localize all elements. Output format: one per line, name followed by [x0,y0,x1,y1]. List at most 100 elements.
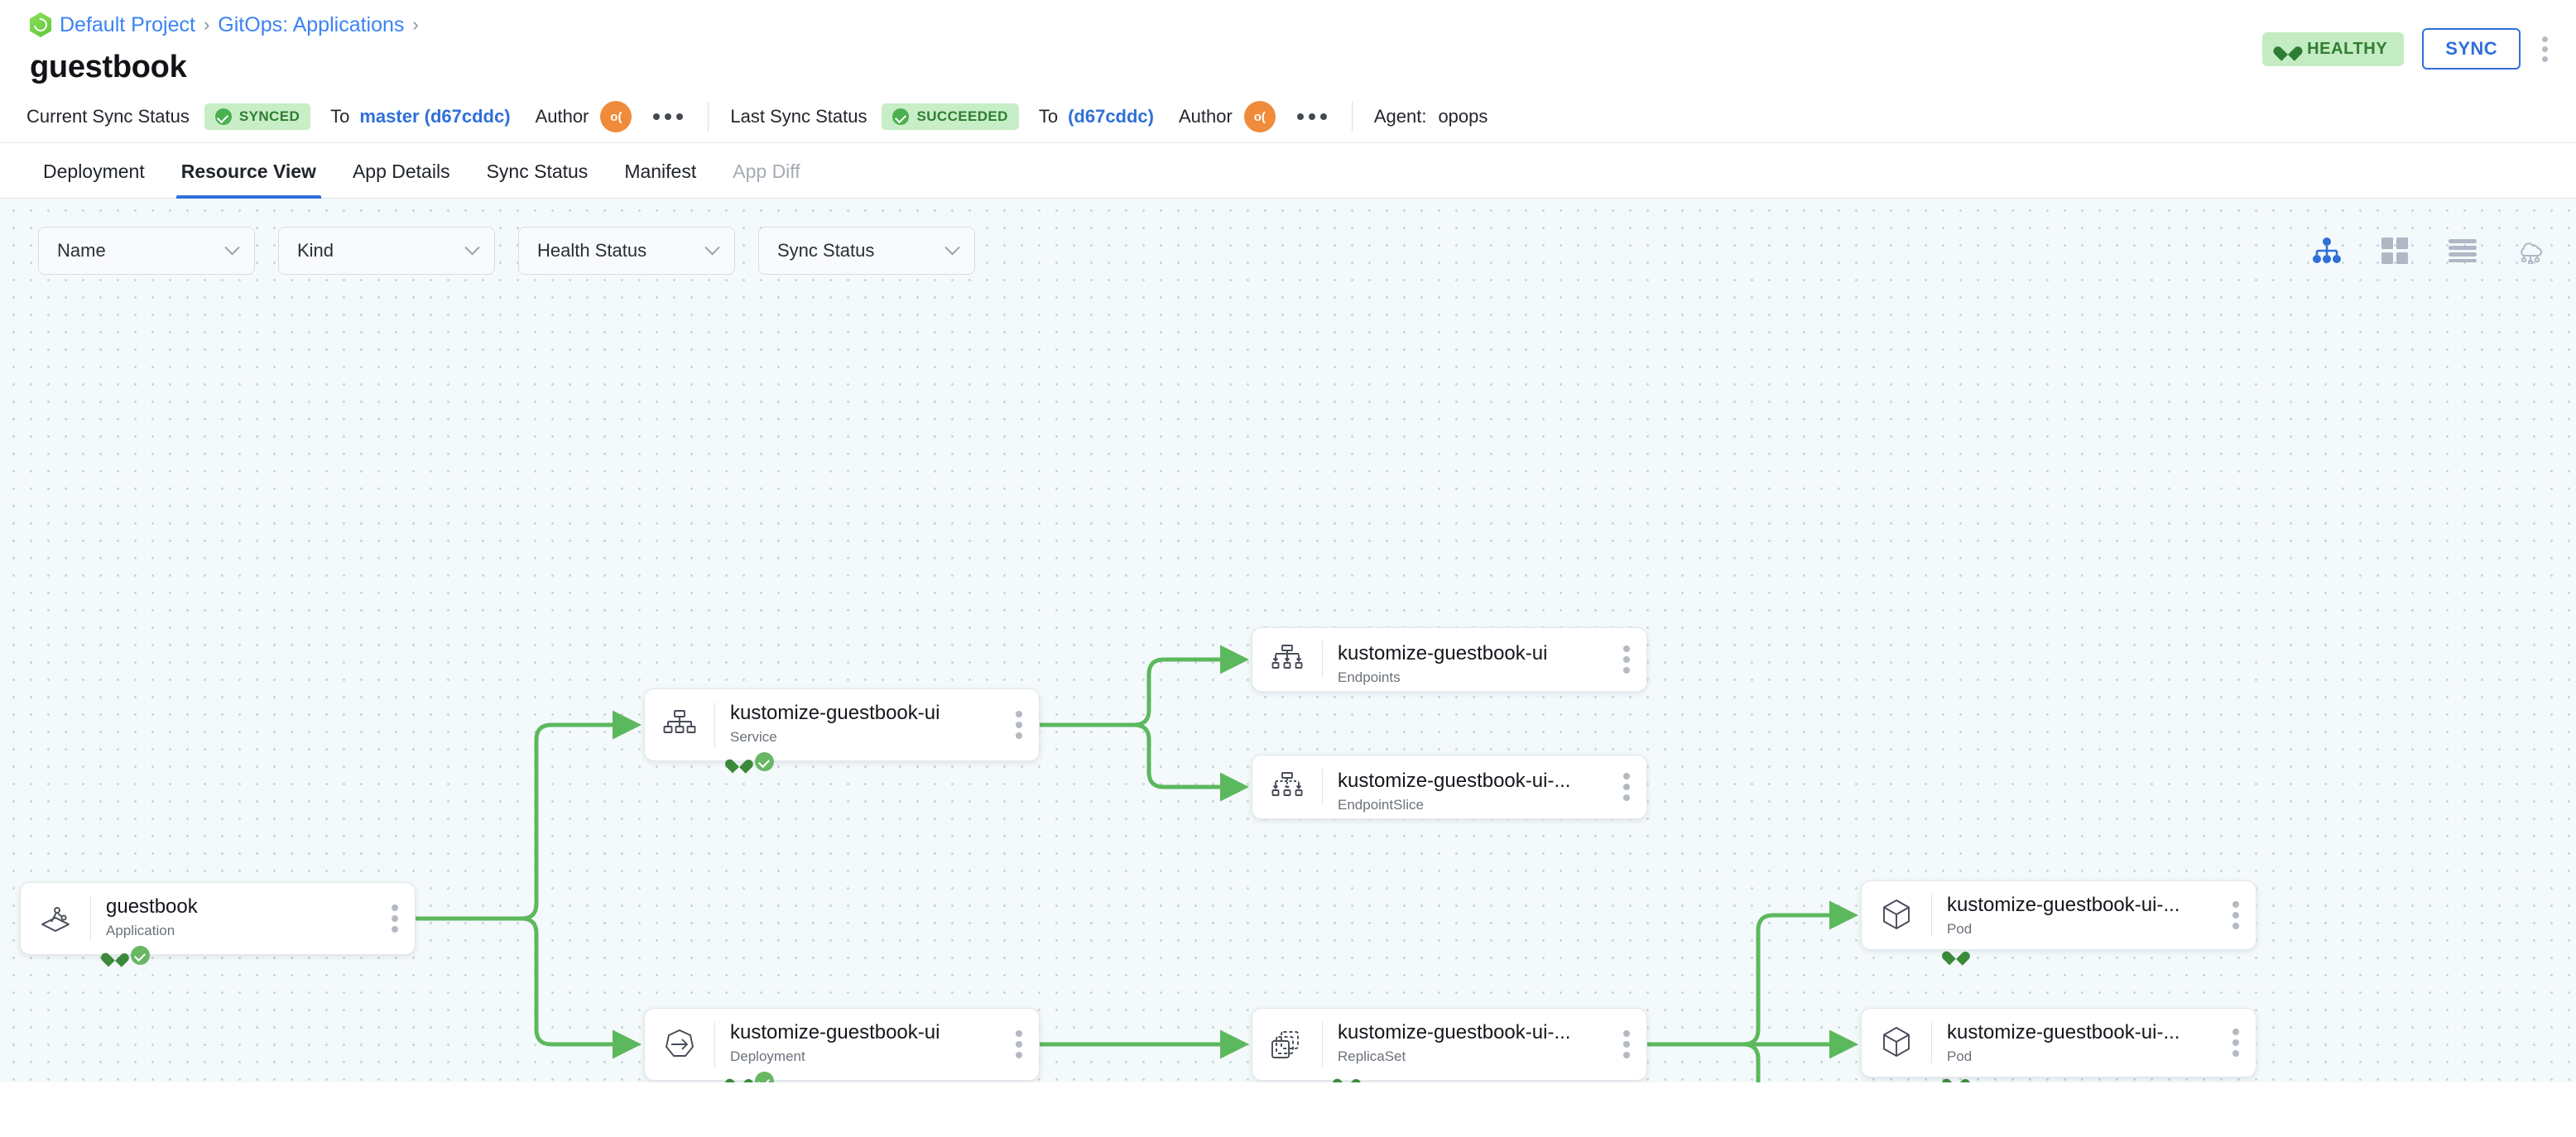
last-revision-link[interactable]: (d67cddc) [1068,106,1154,127]
graph-node-pod-1[interactable]: kustomize-guestbook-ui-... Pod [1861,880,2256,950]
avatar-2[interactable]: o( [1243,101,1276,132]
node-kind: EndpointSlice [1338,797,1424,813]
title-row: guestbook [30,43,2546,91]
node-kind: Application [106,923,175,938]
node-body: kustomize-guestbook-ui Endpoints [1323,628,1646,691]
graph-node-service[interactable]: kustomize-guestbook-ui Service [644,688,1040,771]
node-divider [90,896,91,941]
endpoints-icon [1252,628,1322,691]
node-menu-icon[interactable] [388,901,401,936]
sync-button[interactable]: SYNC [2422,28,2521,70]
node-title: kustomize-guestbook-ui-... [1338,1021,1571,1043]
tab-manifest[interactable]: Manifest [624,161,697,182]
node-body: kustomize-guestbook-ui-... ReplicaSet [1323,1009,1646,1080]
service-icon [645,689,714,760]
last-to-label: To [1038,106,1059,127]
filter-kind[interactable]: Kind [278,227,495,275]
agent-value: opops [1438,106,1488,127]
node-kind: Pod [1947,921,1973,937]
node-body: kustomize-guestbook-ui Service [715,689,1039,771]
filter-name[interactable]: Name [38,227,255,275]
heart-icon [1338,1073,1355,1083]
node-kind: Endpoints [1338,669,1401,685]
check-circle-icon [755,1071,774,1082]
tab-bar: Deployment Resource View App Details Syn… [0,142,2576,199]
current-revision-link[interactable]: master (d67cddc) [359,106,511,127]
breadcrumb-item-project[interactable]: Default Project [60,12,195,36]
node-menu-icon[interactable] [1620,1027,1633,1062]
heart-icon [2279,41,2297,57]
view-toggle-group [2311,235,2546,266]
deployment-icon [645,1009,714,1080]
filter-sync-status[interactable]: Sync Status [758,227,975,275]
graph-node-endpointslice[interactable]: kustomize-guestbook-ui-... EndpointSlice [1252,755,1647,819]
divider [708,102,709,132]
node-status [730,1071,1039,1082]
tab-app-diff: App Diff [733,161,800,182]
node-menu-icon[interactable] [1620,770,1633,804]
node-divider [1322,1022,1323,1067]
heart-icon [730,1073,747,1083]
heart-icon [730,754,747,770]
pod-icon [1862,881,1931,949]
current-sync-status-chip: SYNCED [204,103,311,130]
kebab-menu-icon[interactable] [2539,33,2551,65]
tab-sync-status[interactable]: Sync Status [486,161,589,182]
node-divider [714,1022,715,1067]
application-icon [21,883,90,954]
page-header: Default Project › GitOps: Applications ›… [0,0,2576,91]
graph-node-endpoints[interactable]: kustomize-guestbook-ui Endpoints [1252,627,1647,692]
node-body: kustomize-guestbook-ui-... Pod [1932,881,2256,949]
node-status [1338,1071,1646,1082]
node-menu-icon[interactable] [2229,1025,2242,1060]
pod-icon-2 [1862,1009,1931,1077]
graph-edges [413,645,1858,1082]
graph-node-pod-2[interactable]: kustomize-guestbook-ui-... Pod [1861,1008,2256,1077]
graph-node-deployment[interactable]: kustomize-guestbook-ui Deployment [644,1008,1040,1082]
chevron-down-icon [224,239,240,255]
node-title: kustomize-guestbook-ui-... [1947,1021,2180,1043]
node-status [1947,943,2256,963]
graph-node-application[interactable]: guestbook Application [20,882,416,965]
node-title: kustomize-guestbook-ui-... [1947,894,2180,916]
heart-icon [1947,946,1964,962]
tab-resource-view[interactable]: Resource View [163,161,334,199]
breadcrumb: Default Project › GitOps: Applications › [30,0,2546,43]
node-title: guestbook [106,895,198,918]
tree-view-icon[interactable] [2311,235,2343,266]
network-cloud-icon[interactable] [2515,235,2546,266]
node-menu-icon[interactable] [1012,708,1026,742]
graph-node-replicaset[interactable]: kustomize-guestbook-ui-... ReplicaSet [1252,1008,1647,1081]
node-divider [1931,895,1932,936]
status-bar: Current Sync Status SYNCED To master (d6… [0,91,2576,142]
tab-app-details[interactable]: App Details [352,161,450,182]
tab-deployment[interactable]: Deployment [43,161,145,182]
avatar[interactable]: o( [600,101,632,132]
chevron-down-icon-3 [704,239,720,255]
heart-icon [106,948,123,963]
node-kind: ReplicaSet [1338,1048,1406,1064]
node-divider [714,703,715,747]
heart-icon [1947,1073,1964,1083]
filter-health-status-label: Health Status [537,240,647,261]
node-body: guestbook Application [91,883,415,965]
list-view-icon[interactable] [2447,235,2478,266]
chevron-down-icon-4 [944,239,960,255]
filter-health-status[interactable]: Health Status [518,227,735,275]
node-menu-icon[interactable] [2229,898,2242,933]
current-more-icon[interactable] [650,108,686,125]
node-title: kustomize-guestbook-ui-... [1338,770,1571,792]
last-author-label: Author [1179,106,1233,127]
breadcrumb-separator-icon: › [203,14,210,35]
node-menu-icon[interactable] [1012,1027,1026,1062]
node-title: kustomize-guestbook-ui [1338,642,1548,664]
node-menu-icon[interactable] [1620,642,1633,677]
resource-graph-canvas[interactable]: Name Kind Health Status Sync Status [0,199,2576,1082]
grid-view-icon[interactable] [2379,235,2410,266]
breadcrumb-item-applications[interactable]: GitOps: Applications [218,12,405,36]
current-sync-status-chip-label: SYNCED [238,108,300,124]
last-more-icon[interactable] [1294,108,1330,125]
agent-info: Agent:opops [1374,106,1488,127]
check-circle-icon [131,945,150,965]
check-circle-icon [214,108,232,125]
